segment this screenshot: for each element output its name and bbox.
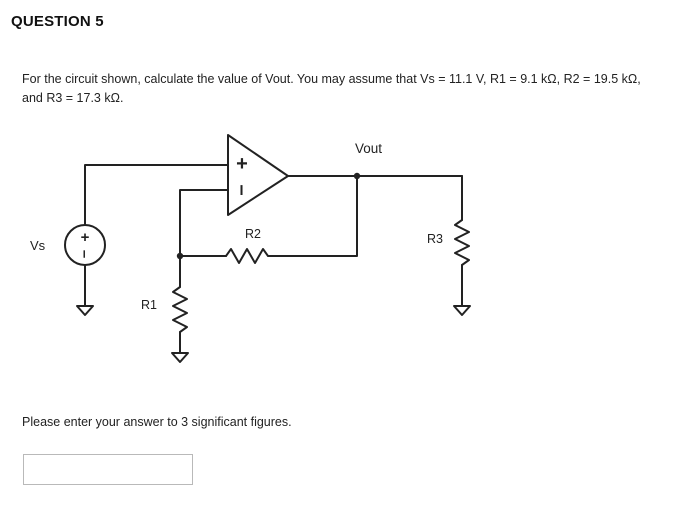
answer-instruction: Please enter your answer to 3 significan… xyxy=(22,415,292,429)
label-vs: Vs xyxy=(30,238,46,253)
opamp-plus-sign: + xyxy=(236,153,248,175)
junction-dot-inverting xyxy=(176,252,184,260)
wire-feedback xyxy=(271,175,358,257)
question-text-line-1: For the circuit shown, calculate the val… xyxy=(22,72,641,86)
resistor-r1 xyxy=(172,286,188,333)
source-plus-sign: + xyxy=(81,229,90,246)
question-text-line-2: and R3 = 17.3 kΩ. xyxy=(22,91,124,105)
ground-vs xyxy=(76,305,94,316)
answer-input[interactable] xyxy=(23,454,193,485)
opamp-minus-sign: – xyxy=(231,184,253,195)
ground-r1 xyxy=(171,352,189,363)
question-title: QUESTION 5 xyxy=(11,13,104,30)
label-r2: R2 xyxy=(245,227,261,241)
resistor-r3 xyxy=(454,219,470,266)
opamp-triangle xyxy=(227,134,289,216)
source-minus-sign: – xyxy=(76,250,93,258)
question-text: For the circuit shown, calculate the val… xyxy=(22,70,694,108)
label-r1: R1 xyxy=(141,298,157,312)
label-vout: Vout xyxy=(355,141,382,156)
wire-minus-to-junction xyxy=(179,189,229,257)
resistor-r2 xyxy=(225,248,273,264)
label-r3: R3 xyxy=(427,232,443,246)
ground-r3 xyxy=(453,305,471,316)
junction-dot-output xyxy=(353,172,361,180)
wire-vs-to-plus xyxy=(84,164,229,225)
